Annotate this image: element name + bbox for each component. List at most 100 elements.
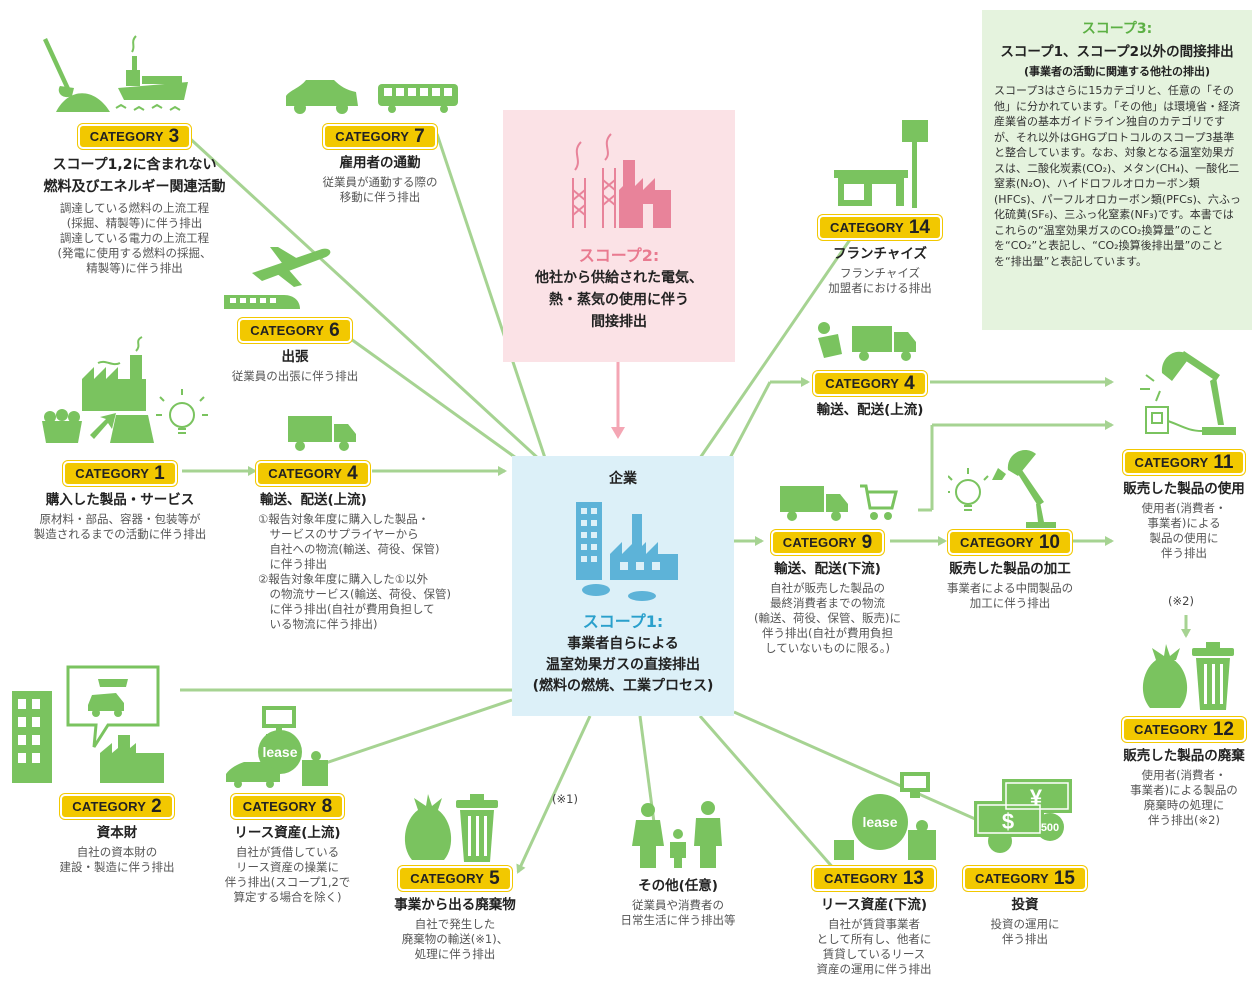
category-number: 4 <box>904 373 915 394</box>
category-number: 2 <box>151 796 162 817</box>
truck-icon <box>288 416 356 451</box>
category-title: 輸送、配送(上流) <box>260 492 367 508</box>
scope2-heading: スコープ2: <box>578 246 660 265</box>
category-title: 出張 <box>281 349 309 365</box>
scope3-heading: スコープ3: <box>1081 21 1153 37</box>
category-number: 5 <box>489 868 500 889</box>
category-desc: 事業者による中間製品の 加工に伴う排出 <box>946 581 1074 610</box>
scope3-box: スコープ3: スコープ1、スコープ2以外の間接排出 (事業者の活動に関連する他社… <box>982 10 1252 330</box>
line-c4b <box>728 381 772 459</box>
lease-building-icon: lease <box>834 772 936 860</box>
category-desc: 従業員が通勤する際の 移動に伴う排出 <box>322 175 438 204</box>
other-desc: 従業員や消費者の 日常生活に伴う排出等 <box>620 898 736 927</box>
plane-train-icon <box>224 247 331 309</box>
category-number: 3 <box>168 126 180 147</box>
scope1-body: 事業者自らによる 温室効果ガスの直接排出 (燃料の燃焼、工業プロセス) <box>532 636 714 694</box>
category-desc: ①報告対象年度に購入した製品・ サービスのサプライヤーから 自社への物流(輸送、… <box>258 512 451 631</box>
scope1-heading: スコープ1: <box>582 612 664 631</box>
footnote-marker-2: (※2) <box>1168 594 1194 608</box>
category-number: 9 <box>861 532 873 553</box>
scope2-box: スコープ2: 他社から供給された電気、 熱・蒸気の使用に伴う 間接排出 <box>503 110 735 362</box>
category-number: 8 <box>321 796 333 817</box>
category-title: 輸送、配送(下流) <box>774 561 881 577</box>
lease-car-icon: lease <box>226 706 328 788</box>
company-box: 企業 スコープ1: 事業者自らによる 温室効果ガスの直接排出 (燃料の燃焼、工業… <box>512 456 734 716</box>
category-other: その他(任意) 従業員や消費者の 日常生活に伴う排出等 <box>588 872 768 928</box>
line-c6 <box>336 327 531 470</box>
category-number: 7 <box>414 126 425 147</box>
line-c14 <box>698 224 862 459</box>
lease-label: lease <box>262 744 297 760</box>
category-desc: 原材料・部品、容器・包装等が 製造されるまでの活動に伴う排出 <box>33 512 207 541</box>
disposal-icon <box>1142 642 1234 710</box>
truck-cart-icon <box>780 484 898 521</box>
category-number: 1 <box>154 463 165 484</box>
category-number: 4 <box>347 463 358 484</box>
line-c7 <box>435 133 547 459</box>
money-icon: ¥ $ 500 <box>974 779 1072 853</box>
category-desc: 自社が賃貸事業者 として所有し、他者に 賃貸しているリース 資産の運用に伴う排出 <box>816 917 932 976</box>
category-title: 購入した製品・サービス <box>45 492 195 508</box>
factory-city-icon <box>576 502 678 601</box>
scope3-body: スコープ3はさらに15カテゴリと、任意の「その他」に分かれています。「その他」は… <box>994 84 1241 268</box>
category-title: 雇用者の通勤 <box>339 155 421 171</box>
line-c13 <box>698 715 837 871</box>
store-icon <box>834 120 928 208</box>
mining-ship-icon <box>43 35 188 112</box>
category-desc: フランチャイズ 加盟者における排出 <box>828 266 932 295</box>
category-desc: 従業員の出張に伴う排出 <box>231 369 359 383</box>
category-number: 14 <box>908 217 930 238</box>
factory-materials-icon <box>42 336 208 443</box>
yen-symbol: ¥ <box>1030 785 1043 810</box>
category-title: リース資産(下流) <box>820 897 928 913</box>
category-title: 事業から出る廃棄物 <box>394 897 516 913</box>
delivery-icon <box>818 322 916 361</box>
category-number: 13 <box>902 868 924 889</box>
category-desc: 自社の資本財の 建設・製造に伴う排出 <box>59 845 175 874</box>
lamp-bulb-icon <box>948 449 1056 528</box>
category-desc: 自社が賃借している リース資産の操業に 伴う排出(スコープ1,2で 算定する場合… <box>224 845 351 904</box>
category-title: 投資 <box>1011 897 1039 913</box>
footnote-marker-1: (※1) <box>552 792 578 806</box>
category-title: 販売した製品の廃棄 <box>1123 748 1245 764</box>
desk-lamp-icon <box>1140 351 1236 435</box>
car-train-icon <box>286 80 458 114</box>
category-number: 10 <box>1038 532 1060 553</box>
garbage-icon <box>404 794 498 862</box>
category-desc: 自社で発生した 廃棄物の輸送(※1)、 処理に伴う排出 <box>401 917 509 961</box>
lease-label-2: lease <box>862 814 897 830</box>
category-desc: 自社が販売した製品の 最終消費者までの物流 (輸送、荷役、保管、販売)に 伴う排… <box>754 581 901 655</box>
category-title: フランチャイズ <box>833 246 927 262</box>
scope2-body: 他社から供給された電気、 熱・蒸気の使用に伴う 間接排出 <box>535 270 703 330</box>
scope3-title: スコープ1、スコープ2以外の間接排出 <box>1000 44 1234 60</box>
line-c15 <box>733 710 1001 832</box>
category-title: 販売した製品の使用 <box>1123 481 1245 497</box>
